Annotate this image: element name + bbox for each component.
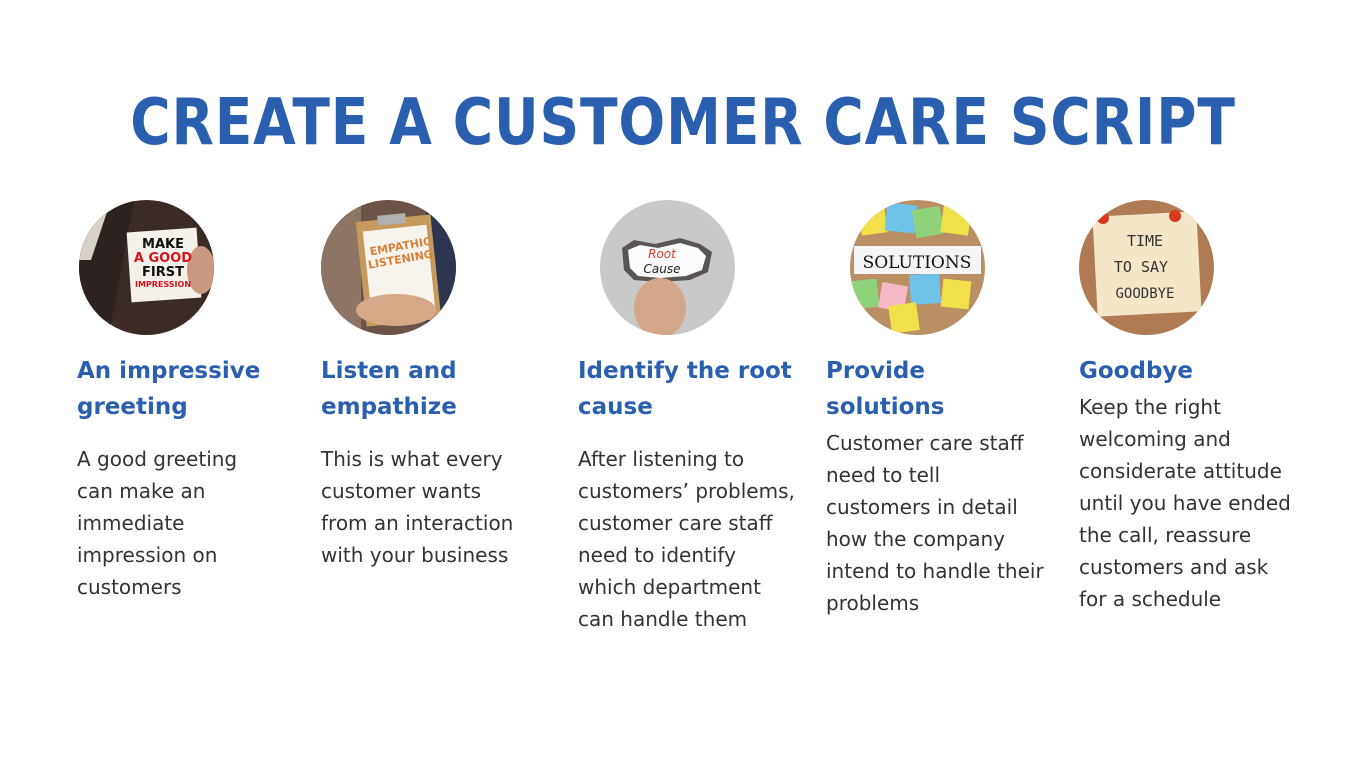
step-heading: Identify the root cause xyxy=(578,358,792,420)
sticky-notes-icon: SOLUTIONS xyxy=(850,200,985,335)
step-description: A good greeting can make an immediate im… xyxy=(77,447,238,599)
svg-text:GOODBYE: GOODBYE xyxy=(1115,286,1174,302)
step-solutions: SOLUTIONS Provide solutions Customer car… xyxy=(826,200,1046,619)
solutions-sticky-notes-image: SOLUTIONS xyxy=(850,200,985,335)
svg-text:Root: Root xyxy=(648,247,677,261)
step-description: Customer care staff need to tell custome… xyxy=(826,431,1044,615)
torn-paper-icon: Root Cause xyxy=(600,200,735,335)
step-description: This is what every customer wants from a… xyxy=(321,447,514,567)
step-description: After listening to customers’ problems, … xyxy=(578,447,795,631)
clipboard-icon: EMPATHIC LISTENING xyxy=(321,200,456,335)
goodbye-note-icon: TIME TO SAY GOODBYE xyxy=(1079,200,1214,335)
svg-text:IMPRESSION: IMPRESSION xyxy=(135,280,191,289)
step-listen: EMPATHIC LISTENING Listen and empathize … xyxy=(321,200,531,571)
step-heading: Listen and empathize xyxy=(321,358,457,420)
svg-text:MAKE: MAKE xyxy=(142,237,184,252)
step-goodbye: TIME TO SAY GOODBYE Goodbye Keep the rig… xyxy=(1079,200,1299,615)
step-heading: An impressive greeting xyxy=(77,358,261,420)
step-heading: Provide solutions xyxy=(826,358,945,420)
time-to-say-goodbye-image: TIME TO SAY GOODBYE xyxy=(1079,200,1214,335)
svg-text:Cause: Cause xyxy=(644,262,681,276)
page-title: CREATE A CUSTOMER CARE SCRIPT xyxy=(130,86,1236,160)
svg-text:SOLUTIONS: SOLUTIONS xyxy=(863,253,972,273)
svg-text:FIRST: FIRST xyxy=(142,265,184,280)
root-cause-image: Root Cause xyxy=(600,200,735,335)
svg-text:TO SAY: TO SAY xyxy=(1114,258,1168,276)
step-root-cause: Root Cause Identify the root cause After… xyxy=(578,200,798,635)
step-description: Keep the right welcoming and considerate… xyxy=(1079,395,1291,611)
empathic-listening-image: EMPATHIC LISTENING xyxy=(321,200,456,335)
make-a-good-first-impression-image: MAKE A GOOD FIRST IMPRESSION xyxy=(79,200,214,335)
svg-text:TIME: TIME xyxy=(1127,232,1163,250)
impression-card-icon: MAKE A GOOD FIRST IMPRESSION xyxy=(79,200,214,335)
step-greeting: MAKE A GOOD FIRST IMPRESSION An impressi… xyxy=(77,200,277,603)
svg-text:A GOOD: A GOOD xyxy=(134,251,192,266)
step-heading: Goodbye xyxy=(1079,358,1194,384)
